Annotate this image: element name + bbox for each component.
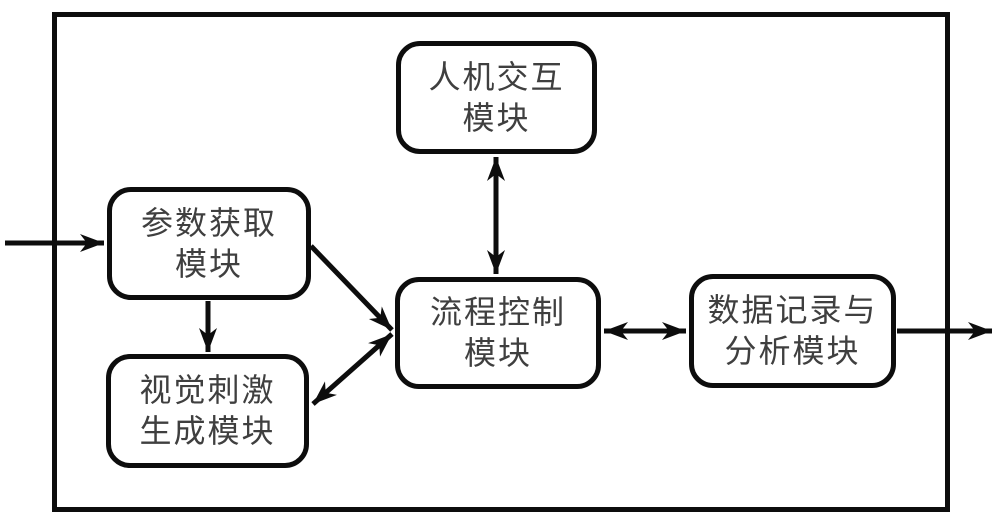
node-process-control: 流程控制 模块 bbox=[395, 277, 601, 389]
node-label: 参数获取 模块 bbox=[140, 204, 277, 282]
node-label: 视觉刺激 生成模块 bbox=[139, 372, 276, 449]
node-data-recording-analysis: 数据记录与 分析模块 bbox=[689, 274, 896, 388]
system-boundary bbox=[52, 12, 950, 512]
node-label: 人机交互 模块 bbox=[428, 58, 565, 136]
node-parameter-acquisition: 参数获取 模块 bbox=[107, 187, 311, 300]
node-visual-stimulus-generation: 视觉刺激 生成模块 bbox=[106, 354, 309, 468]
node-label: 流程控制 模块 bbox=[429, 294, 566, 371]
node-label: 数据记录与 分析模块 bbox=[707, 292, 878, 369]
node-human-machine-interaction: 人机交互 模块 bbox=[396, 41, 597, 154]
